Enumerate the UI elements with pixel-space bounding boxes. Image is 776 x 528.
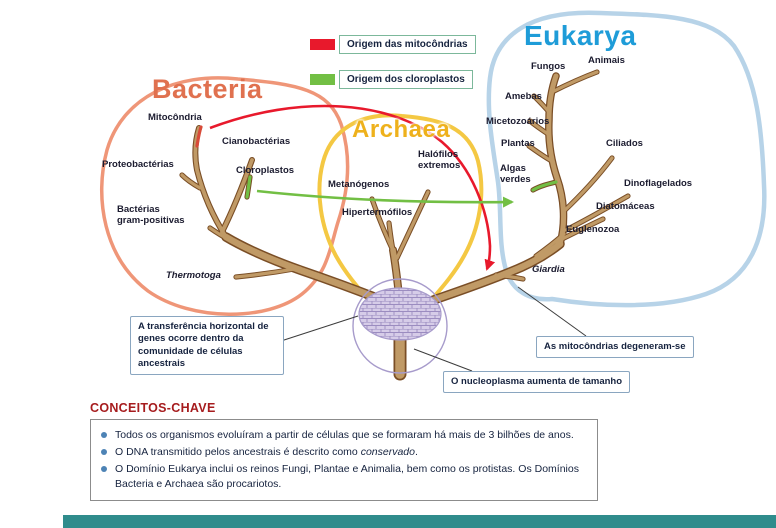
nucleoplasm-callout: O nucleoplasma aumenta de tamanho [443, 371, 631, 394]
taxon-metanogenos: Metanógenos [328, 179, 390, 190]
mitochondria-origin-swatch [310, 39, 335, 50]
taxon-algas-verdes: Algas verdes [500, 163, 531, 185]
taxon-amebas: Amebas [505, 91, 542, 102]
horizontal-transfer-callout: A transferência horizontal de genes ocor… [130, 316, 284, 376]
chloroplast-origin-label: Origem dos cloroplastos [339, 70, 473, 89]
legend-mitochondria-row: Origem das mitocôndrias [310, 35, 476, 54]
key-concepts-box: Todos os organismos evoluíram a partir d… [90, 419, 598, 501]
taxon-cianobacterias: Cianobactérias [222, 136, 291, 147]
root-highlight-circle [352, 278, 448, 374]
mito-degenerate-callout-line [517, 286, 587, 337]
key-concept-item: Todos os organismos evoluíram a partir d… [97, 428, 589, 442]
nucleoplasm-callout-line [413, 348, 473, 372]
mitochondria-origin-label: Origem das mitocôndrias [339, 35, 476, 54]
mitochondria-degenerate-callout: As mitocôndrias degeneram-se [536, 336, 694, 359]
legend-chloroplast-row: Origem dos cloroplastos [310, 70, 473, 89]
bullet-icon [101, 466, 107, 473]
taxon-giardia: Giardia [532, 264, 565, 275]
key-concepts-title: CONCEITOS-CHAVE [90, 401, 216, 415]
chloroplast-branch-tip [245, 175, 252, 199]
taxon-animais: Animais [588, 55, 625, 66]
transfer-callout-line [280, 315, 359, 342]
bacteria-domain-label: Bacteria [152, 74, 263, 104]
chloroplast-origin-swatch [310, 74, 335, 85]
eukarya-bubble [486, 10, 767, 308]
mitochondria-origin-arrow [209, 104, 496, 271]
eukarya-domain-label: Eukarya [524, 20, 637, 51]
taxon-diatomaceas: Diatomáceas [596, 201, 655, 212]
bacteria-bubble [100, 76, 350, 316]
chloroplast-origin-arrow [256, 189, 514, 208]
taxon-cloroplastos: Cloroplastos [236, 165, 295, 176]
taxon-fungos: Fungos [531, 61, 566, 72]
mitochondria-branch-tip [195, 125, 203, 148]
taxon-thermotoga: Thermotoga [166, 270, 221, 281]
bullet-icon [101, 449, 107, 456]
tree-artwork [100, 10, 767, 381]
ancestral-cell-community [358, 287, 442, 341]
key-concept-text: O DNA transmitido pelos ancestrais é des… [115, 446, 418, 459]
key-concept-item: O Domínio Eukarya inclui os reinos Fungi… [97, 462, 589, 490]
key-concept-text: Todos os organismos evoluíram a partir d… [115, 429, 574, 441]
taxon-plantas: Plantas [501, 138, 535, 149]
green-algae-branch-tip [531, 180, 558, 192]
taxon-mitocondria: Mitocôndria [148, 112, 202, 123]
taxon-ciliados: Ciliados [606, 138, 643, 149]
taxon-dinoflagelados: Dinoflagelados [624, 178, 693, 189]
archaea-domain-label: Archaea [352, 116, 451, 143]
taxon-micetozoarios: Micetozoários [486, 116, 550, 127]
taxon-euglenozoa: Euglenozoa [566, 224, 620, 235]
bullet-icon [101, 432, 107, 438]
key-concept-item: O DNA transmitido pelos ancestrais é des… [97, 445, 589, 459]
page-footer-bar [63, 515, 776, 528]
key-concept-text: O Domínio Eukarya inclui os reinos Fungi… [115, 463, 579, 490]
taxon-halofilos: Halófilos extremos [418, 149, 461, 171]
taxon-gram-positivas: Bactérias gram-positivas [117, 204, 185, 226]
taxon-proteobacterias: Proteobactérias [102, 159, 174, 170]
taxon-hipertermofilos: Hipertermófilos [342, 207, 413, 218]
